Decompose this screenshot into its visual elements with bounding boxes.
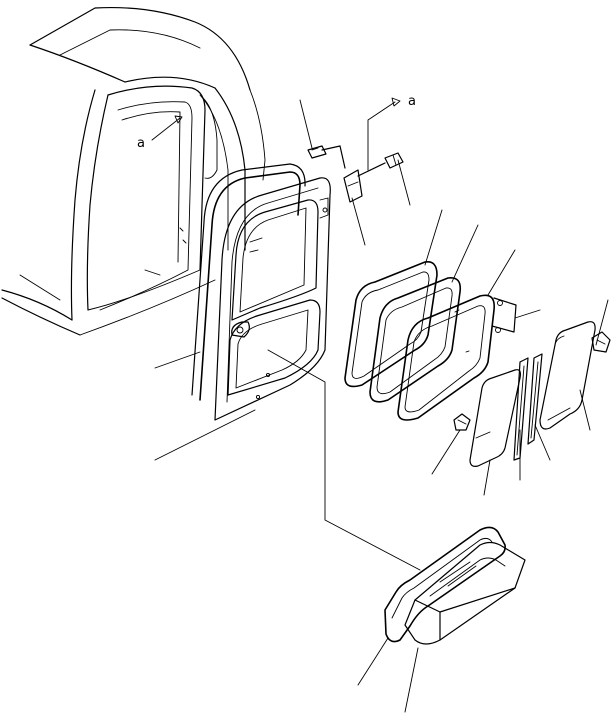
hinge-bolt xyxy=(307,145,346,169)
glass-run-channel-2 xyxy=(527,353,543,445)
cab-reference-label: a xyxy=(137,136,145,151)
clip-bracket xyxy=(491,297,517,333)
pocket-gasket xyxy=(384,526,506,643)
cab-body xyxy=(1,6,266,336)
door-outer-gasket xyxy=(191,163,306,401)
glass-stopper xyxy=(453,413,471,431)
fixed-glass-pane xyxy=(469,369,522,467)
glass-gasket-3 xyxy=(397,294,496,421)
callout-leaders xyxy=(154,99,609,713)
glass-gasket-1 xyxy=(344,260,438,388)
reference-arrow xyxy=(367,97,401,171)
sliding-glass-pane xyxy=(539,321,596,430)
hinge-bracket xyxy=(343,152,404,203)
top-reference-label: a xyxy=(408,94,416,109)
pocket-box xyxy=(404,541,526,645)
glass-gasket-2 xyxy=(369,276,462,403)
door-panel xyxy=(214,177,331,421)
glass-latch xyxy=(591,331,611,353)
